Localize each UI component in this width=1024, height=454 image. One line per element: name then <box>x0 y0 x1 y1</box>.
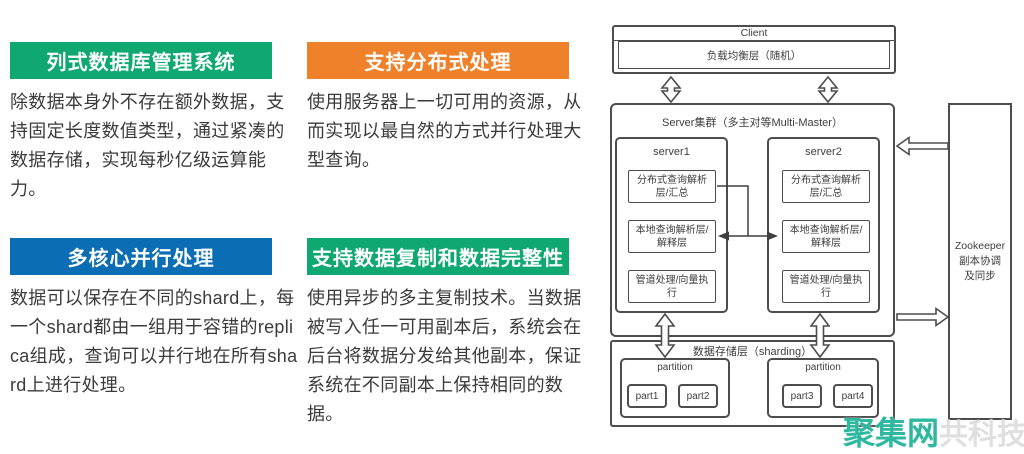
load-balancer-box: 负载均衡层（随机） <box>618 41 890 69</box>
partition2-label: partition <box>805 362 841 373</box>
server1-local-query-layer: 本地查询解析层/ 解释层 <box>628 220 716 253</box>
server2-local-query-layer: 本地查询解析层/ 解释层 <box>782 220 870 253</box>
watermark-suffix: 共科技 <box>939 419 1024 451</box>
part2-box: part2 <box>678 384 718 408</box>
feature-body-replication-integrity: 使用异步的多主复制技术。当数据被写入任一可用副本后，系统会在后台将数据分发给其他… <box>307 288 582 424</box>
feature-title-replication-integrity: 支持数据复制和数据完整性 <box>307 238 569 275</box>
server1-distributed-query-layer: 分布式查询解析 层/汇总 <box>628 170 716 203</box>
server1-pipeline-layer: 管道处理/向量执 行 <box>628 270 716 303</box>
feature-body-columnar-db: 除数据本身外不存在额外数据，支持固定长度数值类型，通过紧凑的数据存储，实现每秒亿… <box>10 92 285 199</box>
client-cluster-arrow-right-icon <box>817 75 839 104</box>
cluster-to-zookeeper-arrow-icon <box>896 306 950 328</box>
partition1-box <box>620 358 730 418</box>
feature-title-columnar-db: 列式数据库管理系统 <box>10 42 272 79</box>
server2-distributed-query-layer: 分布式查询解析 层/汇总 <box>782 170 870 203</box>
feature-body-multicore-parallel: 数据可以保存在不同的shard上，每一个shard都由一组用于容错的replic… <box>10 288 298 395</box>
client-label: Client <box>614 27 894 41</box>
storage-layer-label: 数据存储层（sharding） <box>692 346 813 358</box>
client-box: Client 负载均衡层（随机） <box>612 25 896 74</box>
part4-box: part4 <box>833 384 873 408</box>
feature-title-distributed-processing: 支持分布式处理 <box>307 42 569 79</box>
server2-box <box>767 137 880 313</box>
part3-box: part3 <box>782 384 822 408</box>
part1-box: part1 <box>627 384 667 408</box>
zookeeper-to-cluster-arrow-icon <box>895 135 949 157</box>
server-cluster-label: Server集群（多主对等Multi-Master） <box>662 117 843 129</box>
server-cluster-box <box>610 103 895 337</box>
server2-label: server2 <box>805 146 842 158</box>
client-cluster-arrow-left-icon <box>660 75 682 104</box>
watermark-brand: 聚集网 <box>843 415 940 451</box>
partition1-label: partition <box>657 362 693 373</box>
feature-title-multicore-parallel: 多核心并行处理 <box>10 238 272 275</box>
server2-pipeline-layer: 管道处理/向量执 行 <box>782 270 870 303</box>
feature-body-distributed-processing: 使用服务器上一切可用的资源，从而实现以最自然的方式并行处理大型查询。 <box>307 92 582 170</box>
server1-label: server1 <box>653 146 690 158</box>
zookeeper-box: Zookeeper 副本协调 及同步 <box>948 103 1012 420</box>
storage-layer-box <box>610 340 895 427</box>
partition2-box <box>767 358 879 418</box>
watermark: 聚集网 共科技 <box>843 408 1024 454</box>
